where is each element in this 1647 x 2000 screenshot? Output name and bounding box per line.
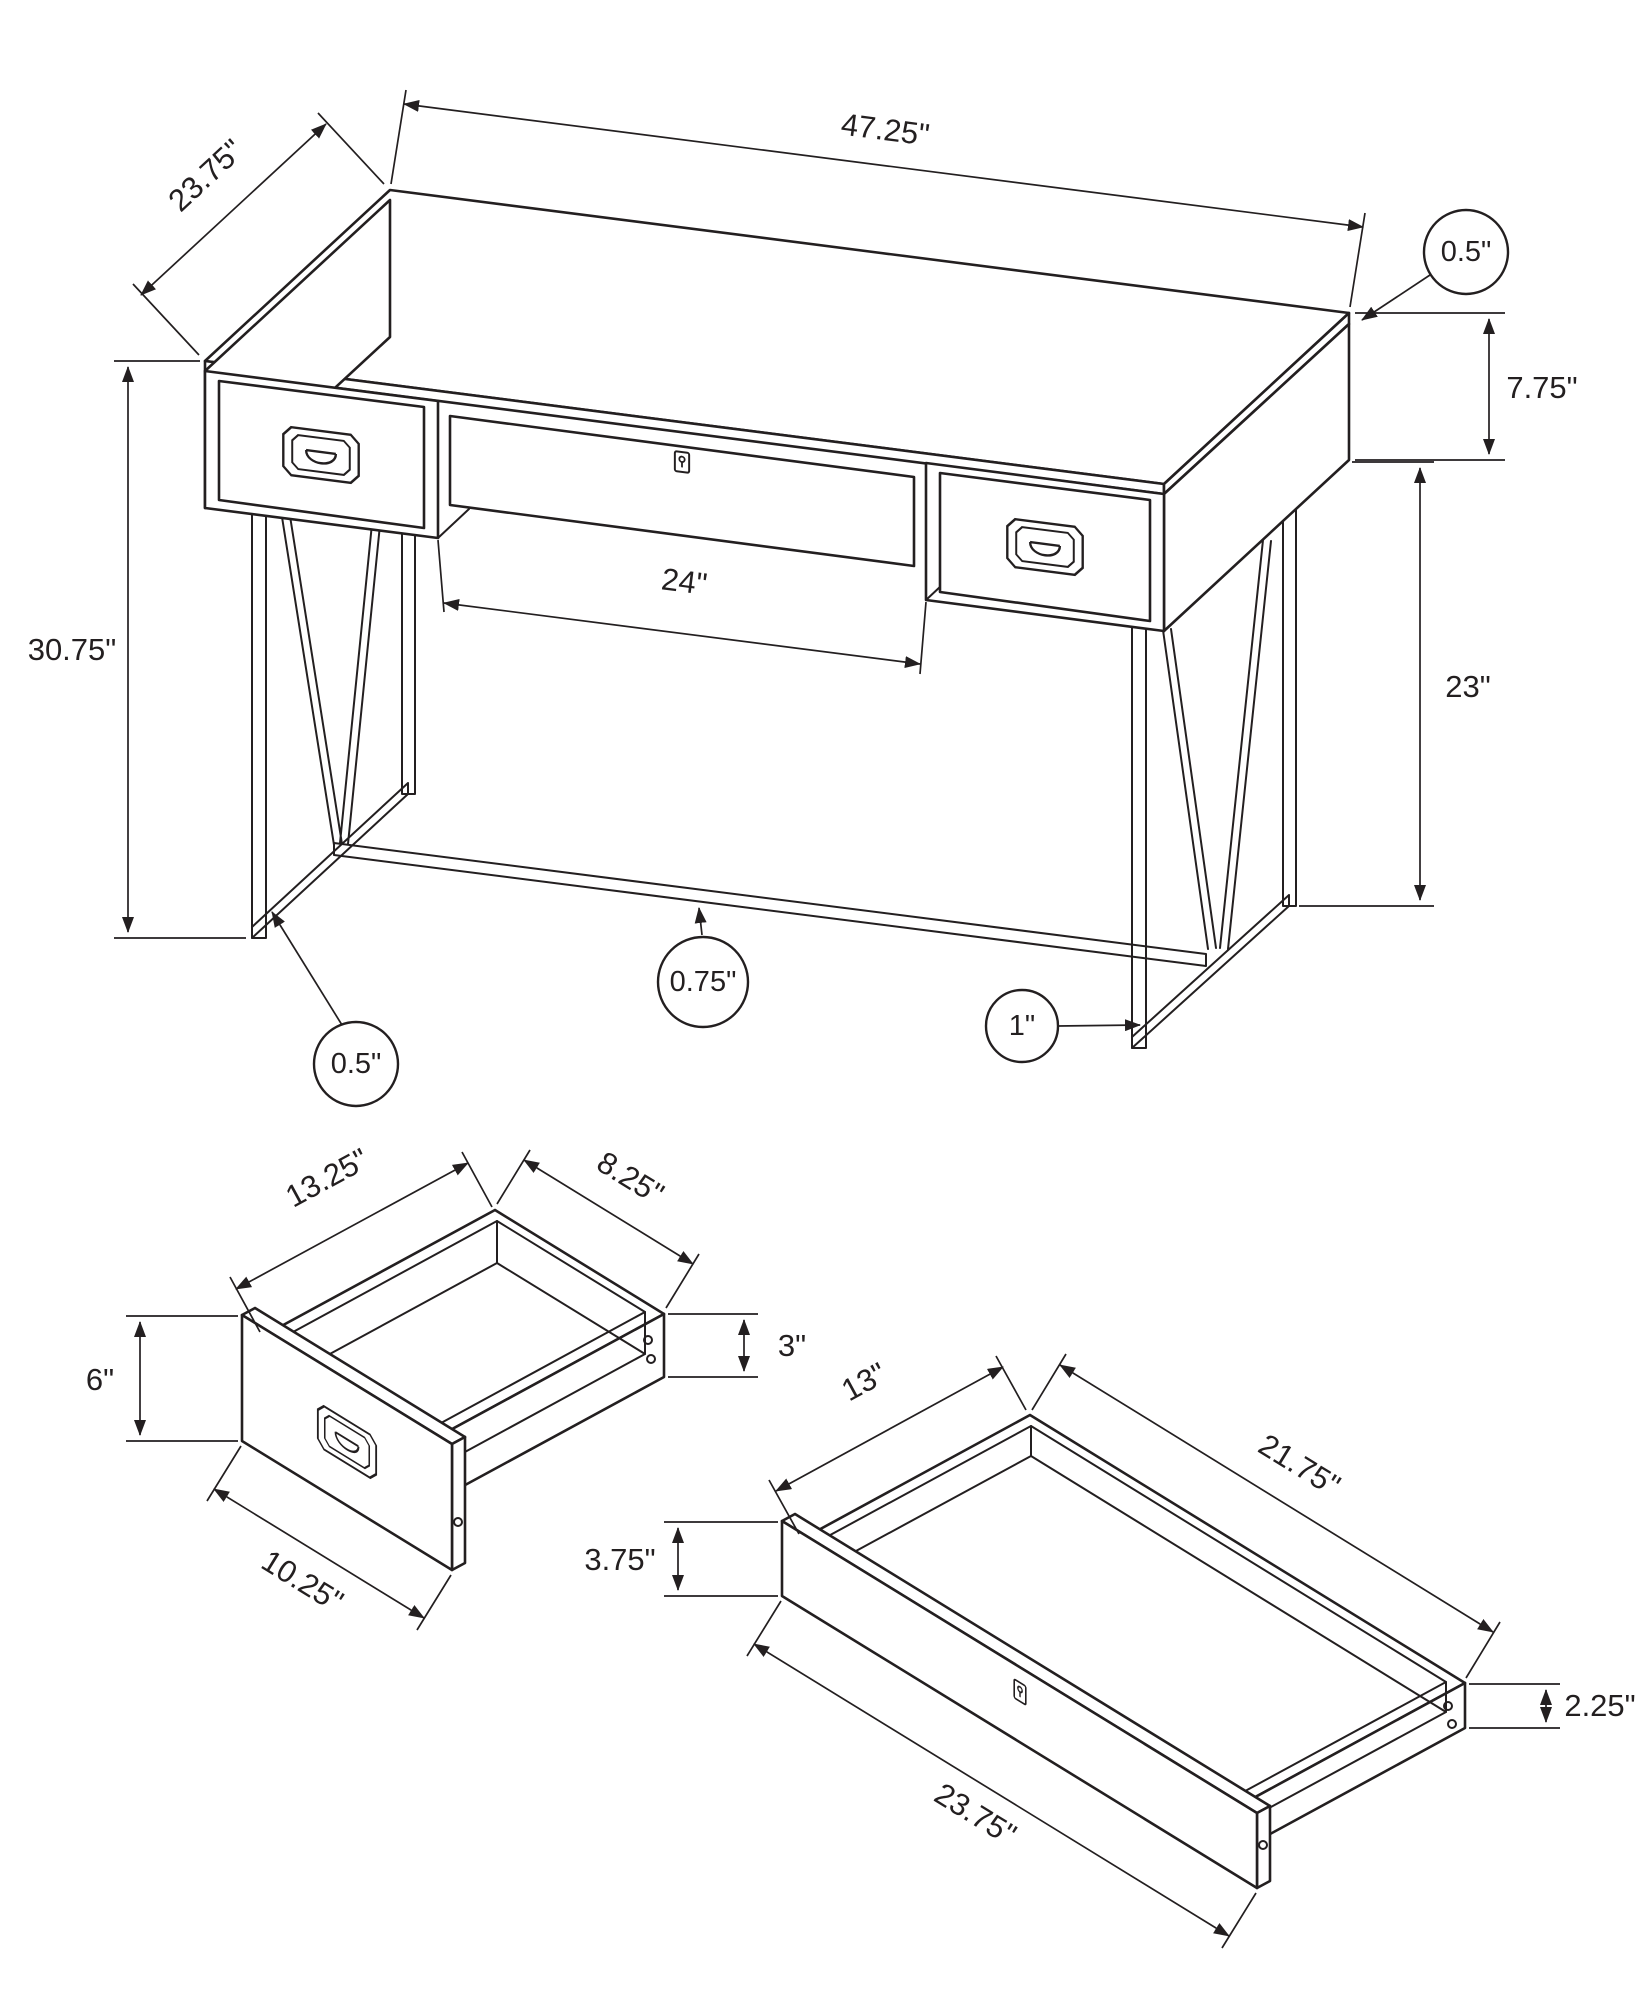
right-v-brace <box>1162 539 1272 950</box>
screw-icon <box>1447 1719 1457 1729</box>
screw-icon <box>1443 1701 1453 1711</box>
dim-label-small-face-height: 6" <box>86 1362 114 1397</box>
extension-lines <box>1031 1353 1501 1679</box>
screw-icon <box>1258 1840 1268 1850</box>
dim-label-large-box-height: 2.25" <box>1564 1688 1635 1723</box>
dim-label-knee-clearance: 24" <box>660 561 710 601</box>
desk-left-leg <box>251 362 416 939</box>
dim-label-large-face-height: 3.75" <box>584 1542 655 1577</box>
desk-center-drawer-face <box>448 414 916 568</box>
extension-lines <box>664 1521 778 1597</box>
left-front-leg-post <box>251 513 267 939</box>
large-drawer-drawing: 13" 21.75" 3.75" 2.25" 23.75" <box>584 1353 1636 1949</box>
callout-foot-tube: 1" <box>984 988 1141 1064</box>
dim-label-leg-height: 23" <box>1445 669 1491 704</box>
desk-right-leg <box>1131 508 1297 1049</box>
dimension-line <box>443 598 921 669</box>
screw-icon <box>643 1335 653 1345</box>
dim-apron-height: 7.75" <box>1355 312 1578 461</box>
small-drawer-drawing: 13.25" 8.25" 6" 3" 10.25" <box>86 1141 806 1631</box>
callout-balloon <box>312 1020 400 1108</box>
drawer-handle-icon <box>1006 516 1084 578</box>
callout-stretcher-thickness: 0.75" <box>656 907 750 1029</box>
stretcher-bar <box>333 842 1207 967</box>
extension-lines <box>1469 1683 1560 1729</box>
screw-icon <box>646 1354 656 1364</box>
dim-label-small-inner-width: 8.25" <box>591 1144 670 1211</box>
extension-lines <box>229 1151 493 1333</box>
dimension-line <box>1059 1364 1494 1633</box>
screw-icons <box>453 1335 656 1527</box>
callout-leg-tube: 0.5" <box>271 911 400 1108</box>
dim-label-top-width: 47.25" <box>839 107 931 153</box>
dim-label-small-box-height: 3" <box>778 1328 806 1363</box>
dim-label-small-depth: 13.25" <box>280 1141 375 1214</box>
dim-label-top-thickness: 0.5" <box>1441 236 1492 268</box>
dimension-line <box>753 1643 1230 1937</box>
dim-small-drawer-face-height: 6" <box>86 1315 238 1442</box>
dim-label-large-face-width: 23.75" <box>929 1776 1023 1852</box>
dim-leg-height: 23" <box>1299 461 1491 907</box>
extension-lines <box>437 539 927 675</box>
dimension-line <box>140 123 327 296</box>
dimension-line <box>403 99 1364 232</box>
dimension-line <box>523 1159 694 1265</box>
extension-lines <box>768 1355 1027 1535</box>
desk-drawing: 47.25" 23.75" 0.5" 7.75" 30.75" 24" <box>28 89 1578 1108</box>
dim-label-foot-tube: 1" <box>1009 1010 1035 1042</box>
extension-lines <box>746 1600 1257 1949</box>
dim-small-drawer-box-height: 3" <box>668 1313 806 1378</box>
extension-lines <box>126 1315 238 1442</box>
callout-balloon <box>984 988 1060 1064</box>
drawer-handle-icon <box>282 424 360 486</box>
screw-icons <box>1258 1701 1457 1850</box>
dim-total-height: 30.75" <box>28 360 246 939</box>
lock-icon <box>673 450 691 474</box>
screw-icon <box>453 1517 463 1527</box>
dim-large-drawer-face-height: 3.75" <box>584 1521 778 1597</box>
right-foot-rail <box>1131 894 1290 1049</box>
dim-label-total-height: 30.75" <box>28 632 117 667</box>
dim-knee-clearance: 24" <box>437 539 927 675</box>
leader-line <box>1057 1019 1141 1032</box>
leader-line <box>694 907 707 936</box>
right-front-leg-post <box>1131 626 1147 1049</box>
dim-large-drawer-box-height: 2.25" <box>1469 1683 1636 1729</box>
extension-lines <box>1299 461 1434 907</box>
callout-balloon <box>1422 208 1510 296</box>
dim-label-stretcher-thickness: 0.75" <box>670 966 737 998</box>
small-drawer-face-side-edge <box>450 1435 467 1572</box>
callout-balloon <box>656 935 750 1029</box>
right-back-leg-post <box>1282 508 1297 907</box>
dim-label-large-depth: 13" <box>836 1356 893 1408</box>
dimension-line <box>213 1488 425 1619</box>
extension-lines <box>206 1445 452 1631</box>
extension-lines <box>132 112 385 356</box>
left-v-brace <box>281 383 395 846</box>
dim-label-apron-height: 7.75" <box>1506 370 1577 405</box>
dim-label-leg-tube: 0.5" <box>331 1048 382 1080</box>
dim-label-small-face-width: 10.25" <box>256 1543 350 1619</box>
leader-line <box>271 911 343 1026</box>
extension-lines <box>114 360 246 939</box>
callout-top-thickness: 0.5" <box>1361 208 1510 321</box>
dimension-line <box>235 1162 469 1290</box>
extension-lines <box>1355 312 1505 461</box>
dimension-line <box>775 1366 1004 1492</box>
extension-lines <box>668 1313 758 1378</box>
